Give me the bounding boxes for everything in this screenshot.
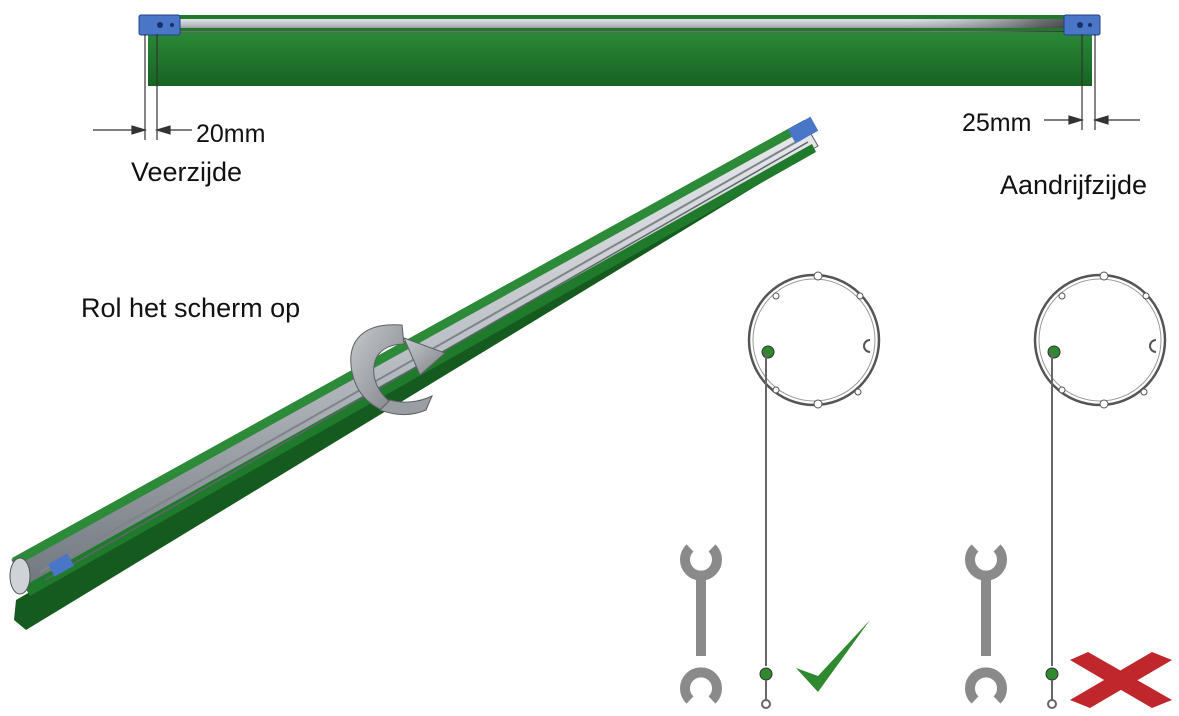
dimension-left: [93, 34, 192, 140]
top-roller-tube: [138, 14, 1101, 86]
diagonal-roller-tube: [9, 116, 819, 630]
mounting-bracket-wrong: [965, 544, 1007, 704]
checkmark-icon: [796, 620, 870, 692]
roll-up-arrow-icon: [350, 324, 446, 415]
mounting-bracket-correct: [680, 544, 722, 704]
wrong-mounting: [965, 271, 1172, 709]
cross-icon: [1070, 652, 1172, 708]
drive-side-label: Aandrijfzijde: [1000, 170, 1148, 200]
dimension-right: [1044, 34, 1140, 130]
roll-up-instruction: Rol het scherm op: [81, 293, 301, 323]
diagonal-endcap: [787, 116, 819, 144]
spring-side-label: Veerzijde: [131, 157, 243, 187]
dimension-25mm-label: 25mm: [962, 109, 1032, 137]
dimension-20mm-label: 20mm: [196, 120, 266, 148]
correct-mounting: [680, 271, 881, 709]
top-screen-fabric: [148, 30, 1092, 86]
tube-open-end: [9, 557, 31, 595]
